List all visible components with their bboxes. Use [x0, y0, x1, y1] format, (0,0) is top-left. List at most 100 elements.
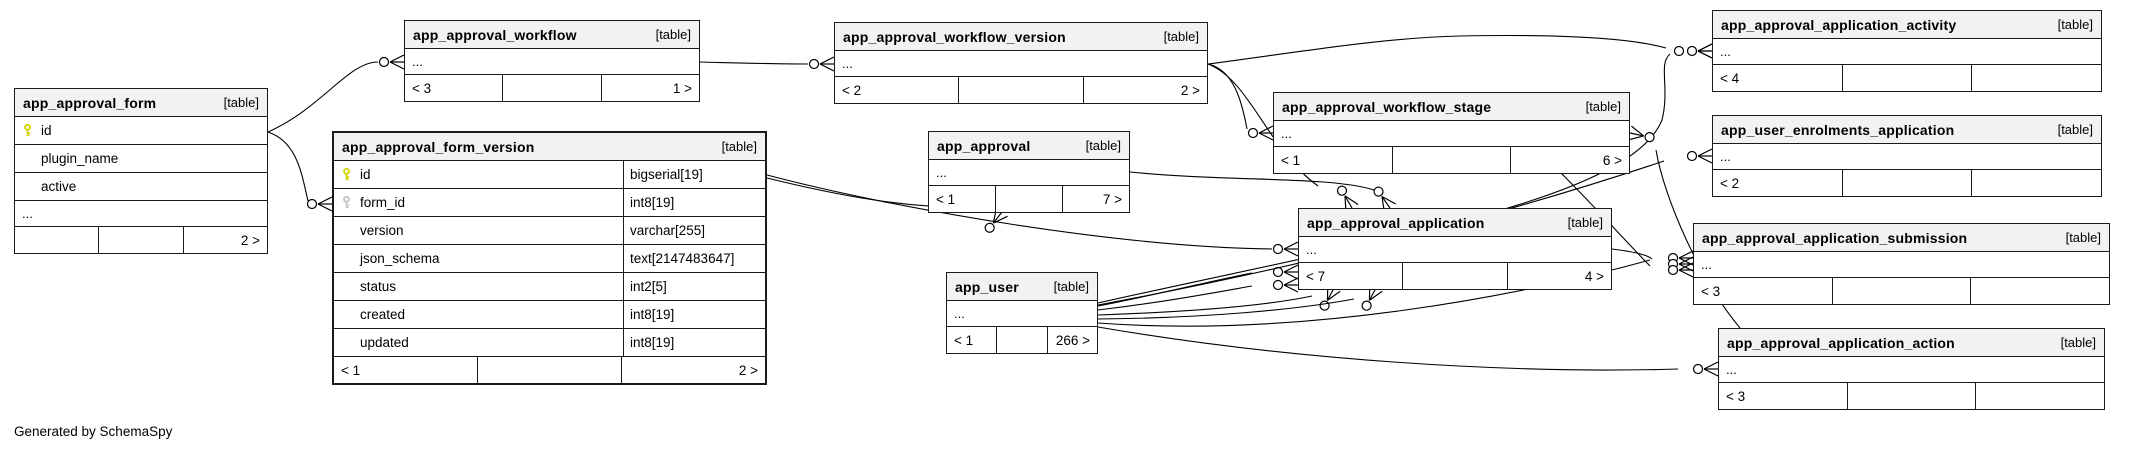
column-name: version	[360, 223, 404, 238]
footer-left: < 1	[341, 362, 361, 378]
footer-center	[1841, 170, 1972, 196]
column-type: int8[19]	[623, 301, 765, 328]
relationship-edge	[766, 174, 1273, 250]
table-header[interactable]: app_approval_application_action[table]	[1719, 329, 2104, 357]
column-type: int2[5]	[623, 273, 765, 300]
table-footer: < 3	[1719, 383, 2104, 409]
crowfoot-connector	[1247, 125, 1274, 141]
table-header[interactable]: app_approval [table]	[929, 132, 1129, 160]
footer-right	[1970, 278, 2109, 304]
relationship-edge	[1655, 149, 1741, 329]
table-app_approval_application_action[interactable]: app_approval_application_action[table]..…	[1718, 328, 2105, 410]
table-header[interactable]: app_approval_application[table]	[1299, 209, 1611, 237]
key-icon-slot	[341, 279, 353, 295]
relationship-edge	[1097, 298, 1355, 320]
footer-center	[98, 227, 182, 253]
ellipsis-row: ...	[929, 160, 1129, 186]
footer-center	[996, 327, 1046, 353]
table-header[interactable]: app_approval_application_submission[tabl…	[1694, 224, 2109, 252]
column-name: plugin_name	[41, 151, 119, 166]
column-row: created int8[19]	[334, 301, 765, 329]
key-icon-slot	[341, 223, 353, 239]
table-tag: [table]	[1567, 215, 1603, 230]
table-header[interactable]: app_user_enrolments_application[table]	[1713, 116, 2101, 144]
table-app_user_enrolments_application[interactable]: app_user_enrolments_application[table]..…	[1712, 115, 2102, 197]
footer-right: 2 >	[621, 357, 765, 383]
column-name: id	[41, 123, 52, 138]
table-app_approval_application_activity[interactable]: app_approval_application_activity[table]…	[1712, 10, 2102, 92]
footer-center	[1841, 65, 1972, 91]
table-header[interactable]: app_user[table]	[947, 273, 1097, 301]
crowfoot-connector	[1686, 148, 1713, 164]
column-name: json_schema	[360, 251, 440, 266]
footer-right: 2 >	[182, 227, 267, 253]
table-header[interactable]: app_approval_form[table]	[15, 89, 267, 117]
column-type: text[2147483647]	[623, 245, 765, 272]
table-tag: [table]	[721, 139, 757, 154]
table-footer: < 2	[1713, 170, 2101, 196]
table-name: app_approval_workflow_version	[843, 28, 1066, 45]
relationship-edge	[1559, 171, 1651, 267]
column-type: bigserial[19]	[623, 161, 765, 188]
foreign-key-icon	[341, 195, 353, 211]
column-name: updated	[360, 335, 409, 350]
relationship-edge	[1097, 53, 1671, 304]
footer-left: < 3	[1726, 388, 1746, 404]
footer-left: < 2	[1720, 175, 1740, 191]
table-header[interactable]: app_approval_workflow_stage[table]	[1274, 93, 1629, 121]
relationship-edge	[1097, 285, 1253, 311]
relationship-edge	[1207, 63, 1248, 130]
table-header[interactable]: app_approval_workflow_version[table]	[835, 23, 1207, 51]
crowfoot-connector	[808, 56, 835, 72]
footer-right	[1971, 65, 2101, 91]
footer-right: 4 >	[1506, 263, 1611, 289]
ellipsis-row: ...	[1694, 252, 2109, 278]
footer-right: 1 >	[600, 75, 699, 101]
ellipsis-row: ...	[15, 201, 267, 227]
table-name: app_approval	[937, 137, 1031, 154]
column-name: created	[360, 307, 406, 322]
footer-center	[477, 357, 621, 383]
primary-key-icon	[22, 123, 34, 139]
footer-right: 7 >	[1062, 186, 1129, 212]
footer-right: 2 >	[1082, 77, 1207, 103]
table-header[interactable]: app_approval_workflow[table]	[405, 21, 699, 49]
table-app_approval_application_submission[interactable]: app_approval_application_submission[tabl…	[1693, 223, 2110, 305]
crowfoot-connector	[1272, 241, 1299, 257]
ellipsis-row: ...	[405, 49, 699, 75]
table-name: app_approval_form	[23, 94, 157, 111]
table-footer: < 1 2 >	[334, 357, 765, 383]
table-app_approval_workflow_stage[interactable]: app_approval_workflow_stage[table]...< 1…	[1273, 92, 1630, 174]
relationship-edge	[699, 61, 809, 65]
crowfoot-connector	[1673, 43, 1713, 59]
column-type: int8[19]	[623, 329, 765, 356]
table-header[interactable]: app_approval_form_version[table]	[334, 133, 765, 161]
crowfoot-connector	[1361, 284, 1383, 311]
column-row: active	[15, 173, 267, 201]
key-icon-slot	[22, 151, 34, 167]
crowfoot-connector	[1667, 262, 1694, 278]
ellipsis-row: ...	[1299, 237, 1611, 263]
ellipsis-row: ...	[1713, 39, 2101, 65]
table-name: app_approval_workflow_stage	[1282, 98, 1492, 115]
table-tag: [table]	[655, 27, 691, 42]
table-app_approval_workflow_version[interactable]: app_approval_workflow_version[table]...<…	[834, 22, 1208, 104]
generated-by-caption: Generated by SchemaSpy	[14, 424, 173, 439]
footer-center	[1846, 383, 1976, 409]
key-icon-slot	[341, 335, 353, 351]
footer-left	[15, 227, 98, 253]
relationship-edge	[1611, 248, 1653, 260]
table-tag: [table]	[1085, 138, 1121, 153]
table-header[interactable]: app_approval_application_activity[table]	[1713, 11, 2101, 39]
